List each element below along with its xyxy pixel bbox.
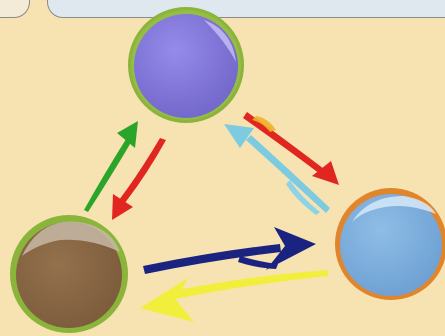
blue-circle[interactable] [335, 188, 445, 300]
yellow-arrow [140, 270, 328, 322]
navy-arrow [143, 227, 316, 274]
purple-circle[interactable] [128, 7, 244, 123]
green-arrow [84, 121, 138, 212]
brown-circle[interactable] [10, 215, 128, 333]
